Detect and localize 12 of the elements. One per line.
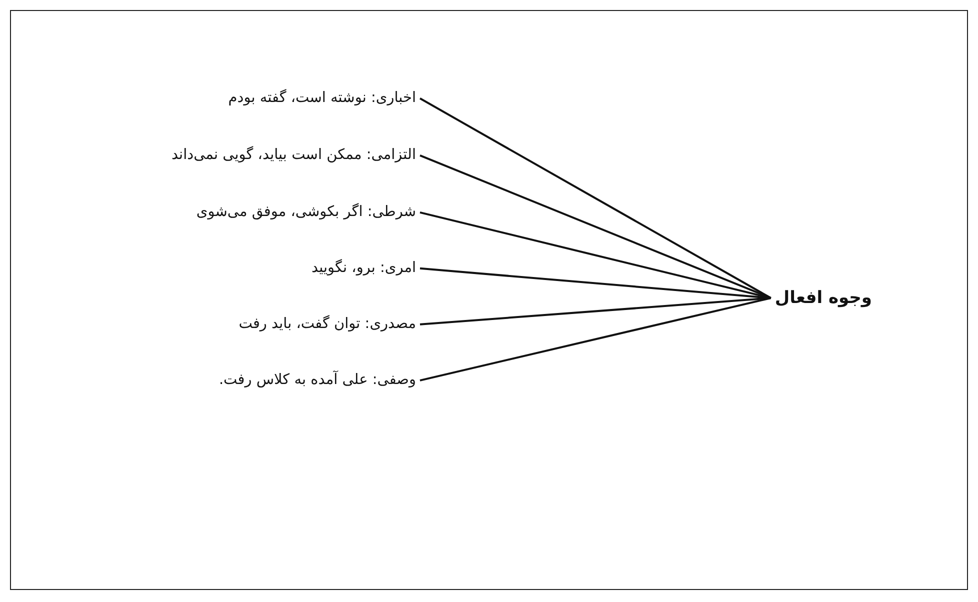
connector-line	[420, 98, 772, 299]
connector-line	[420, 154, 772, 299]
branch-label: شرطی: اگر بکوشی، موفق می‌شوی	[196, 203, 420, 222]
connector-line	[420, 297, 772, 382]
root-label: وجوه افعال	[770, 287, 872, 310]
connector-line	[420, 211, 772, 300]
branch-label: مصدری: توان گفت، باید رفت	[238, 315, 420, 334]
branch-label: التزامی: ممکن است بیاید، گویی نمی‌داند	[171, 146, 420, 165]
branch-label: وصفی: علی آمده به کلاس رفت.	[218, 371, 420, 390]
connector-line	[420, 297, 771, 326]
branch-label: امری: برو، نگویید	[311, 259, 420, 278]
branch-label: اخباری: نوشته است، گفته بودم	[228, 89, 420, 108]
